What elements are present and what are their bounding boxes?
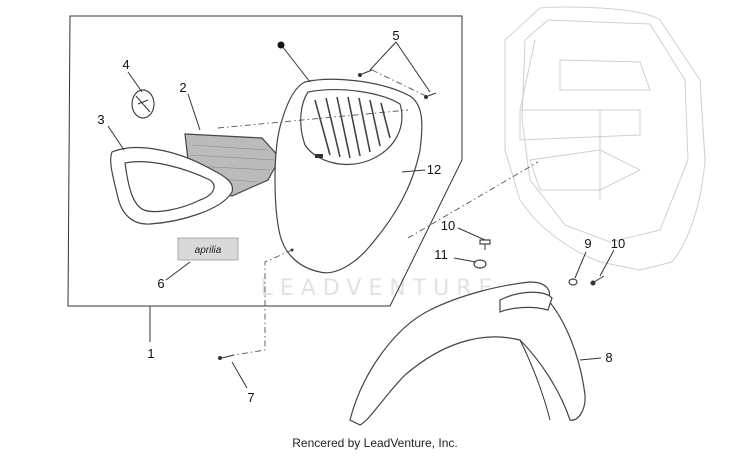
- part-6-badge: aprilia: [177, 237, 239, 261]
- part-12-front-shield: [274, 78, 423, 274]
- footer-credit: Rencered by LeadVenture, Inc.: [292, 436, 458, 450]
- callout-11: 11: [434, 247, 448, 262]
- badge-text: aprilia: [195, 245, 222, 256]
- callout-2: 2: [179, 80, 186, 95]
- part-9-washer: [568, 278, 578, 286]
- part-3-front-trim-ring: [110, 146, 234, 225]
- callout-4: 4: [122, 57, 129, 72]
- callout-7: 7: [247, 390, 254, 405]
- leader-lines: [107, 41, 615, 389]
- callout-8: 8: [605, 350, 612, 365]
- part-10-bolt-center: [479, 239, 491, 250]
- watermark-text: LEADVENTURE: [260, 276, 500, 301]
- callout-5: 5: [392, 28, 399, 43]
- callout-9: 9: [584, 236, 591, 251]
- part-11-nut: [473, 259, 487, 269]
- kit-frame-1: [67, 15, 463, 307]
- callout-numbers: 1 2 3 4 5 6 7 8 9 10 10 11 12: [97, 28, 625, 405]
- part-8-front-fender: [349, 281, 586, 426]
- part-10-bolt-right: [590, 275, 605, 286]
- assembly-lines: [217, 69, 539, 356]
- callout-12: 12: [427, 162, 441, 177]
- callout-3: 3: [97, 112, 104, 127]
- callout-10-center: 10: [441, 218, 455, 233]
- part-7-screw: [218, 354, 235, 360]
- scooter-frame-outline: [504, 6, 706, 271]
- callout-10-right: 10: [611, 236, 625, 251]
- part-4-emblem-cap: [131, 89, 155, 119]
- callout-1: 1: [147, 346, 154, 361]
- part-5-screws: [358, 69, 437, 99]
- callout-6: 6: [157, 276, 164, 291]
